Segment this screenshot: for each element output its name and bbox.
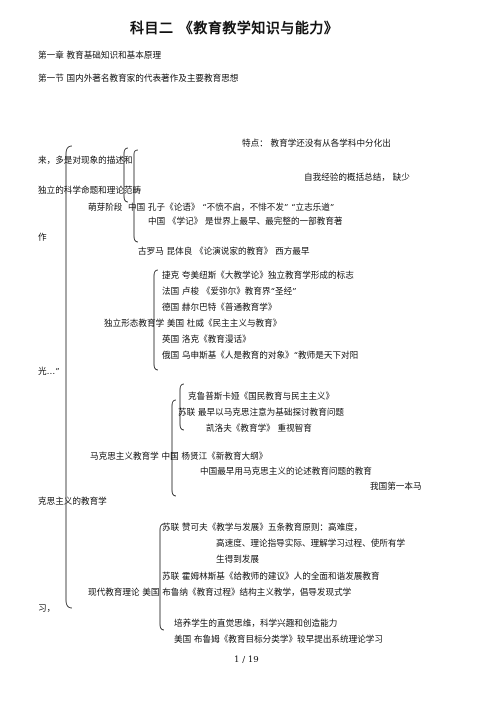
- sprout-features-line4: 独立的科学命题和理论范畴: [38, 186, 142, 196]
- marxist-krupskaya: 克鲁普斯卡娅《国民教育与民主主义》: [188, 392, 335, 402]
- marxist-ussr-bracket: [179, 383, 185, 431]
- independent-comenius: 捷克 夸美纽斯《大教学论》独立教育学形成的标志: [162, 271, 354, 281]
- sprout-features-line3: 自我经验的概括总结， 缺少: [304, 173, 410, 183]
- marxist-bracket: [171, 399, 177, 497]
- modern-bruner-line2: 培养学生的直觉思维，科学兴趣和创造能力: [174, 619, 338, 629]
- independent-ushinsky-line2: 光…”: [38, 367, 60, 377]
- marxist-end: 克思主义的教育学: [38, 497, 107, 507]
- independent-locke: 英国 洛克《教育漫话》: [162, 335, 251, 345]
- sprout-xueji-line1: 中国 《学记》 是世界上最早、最完整的一部教育著: [148, 217, 343, 227]
- modern-zankov-line2: 高速度、理论指导实际、理解学习过程、使所有学: [216, 539, 406, 549]
- marxist-china-first: 中国最早用马克思主义的论述教育问题的教育: [200, 467, 372, 477]
- modern-zankov-line3: 生得到发展: [216, 555, 259, 565]
- section-heading: 第一节 国内外著名教育家的代表著作及主要教育思想: [38, 74, 239, 84]
- page-number: 1 / 19: [234, 655, 259, 665]
- marxist-first-book: 我国第一本马: [370, 482, 422, 492]
- sprout-stage-label: 萌芽阶段: [88, 203, 123, 213]
- chapter-heading: 第一章 教育基础知识和基本原理: [38, 51, 162, 61]
- independent-stage-dewey: 独立形态教育学 美国 杜威《民主主义与教育》: [104, 319, 282, 329]
- sprout-features-line2: 来，多是对现象的描述和: [38, 156, 133, 166]
- page-title: 科目二 《教育教学知识与能力》: [130, 21, 339, 37]
- marxist-stage-yang: 马克思主义教育学 中国 杨贤江《新教育大纲》: [90, 452, 268, 462]
- modern-sukhomlinsky: 苏联 霍姆林斯基《给教师的建议》人的全面和谐发展教育: [162, 572, 380, 582]
- modern-stage-bruner-line2: 习，: [38, 604, 56, 614]
- outer-bracket: [65, 145, 73, 609]
- modern-stage-bruner: 现代教育理论 美国 布鲁纳《教育过程》结构主义教学，倡导发现式学: [88, 588, 352, 598]
- modern-zankov-line1: 苏联 赞可夫《教学与发展》五条教育原则：高难度，: [162, 523, 363, 533]
- independent-rousseau: 法国 卢梭 《爱弥尔》教育界“圣经”: [162, 287, 297, 297]
- independent-herbart: 德国 赫尔巴特《普通教育学》: [162, 303, 277, 313]
- marxist-kairov: 凯洛夫《教育学》 重视智育: [206, 424, 312, 434]
- sprout-xueji-line2: 作: [38, 233, 47, 243]
- marxist-ussr: 苏联 最早以马克思注意为基础探讨教育问题: [178, 408, 345, 418]
- modern-bloom: 美国 布鲁姆《教育目标分类学》较早提出系统理论学习: [174, 635, 383, 645]
- sprout-confucius: 中国 孔子《论语》 “不愤不启，不悱不发” “立志乐道”: [128, 203, 335, 213]
- sprout-quintilian: 古罗马 昆体良 《论演说家的教育》 西方最早: [138, 247, 310, 257]
- independent-ushinsky-line1: 俄国 乌申斯基《人是教育的对象》“教师是天下对阳: [162, 351, 359, 361]
- sprout-features-line1: 特点： 教育学还没有从各学科中分化出: [242, 139, 391, 149]
